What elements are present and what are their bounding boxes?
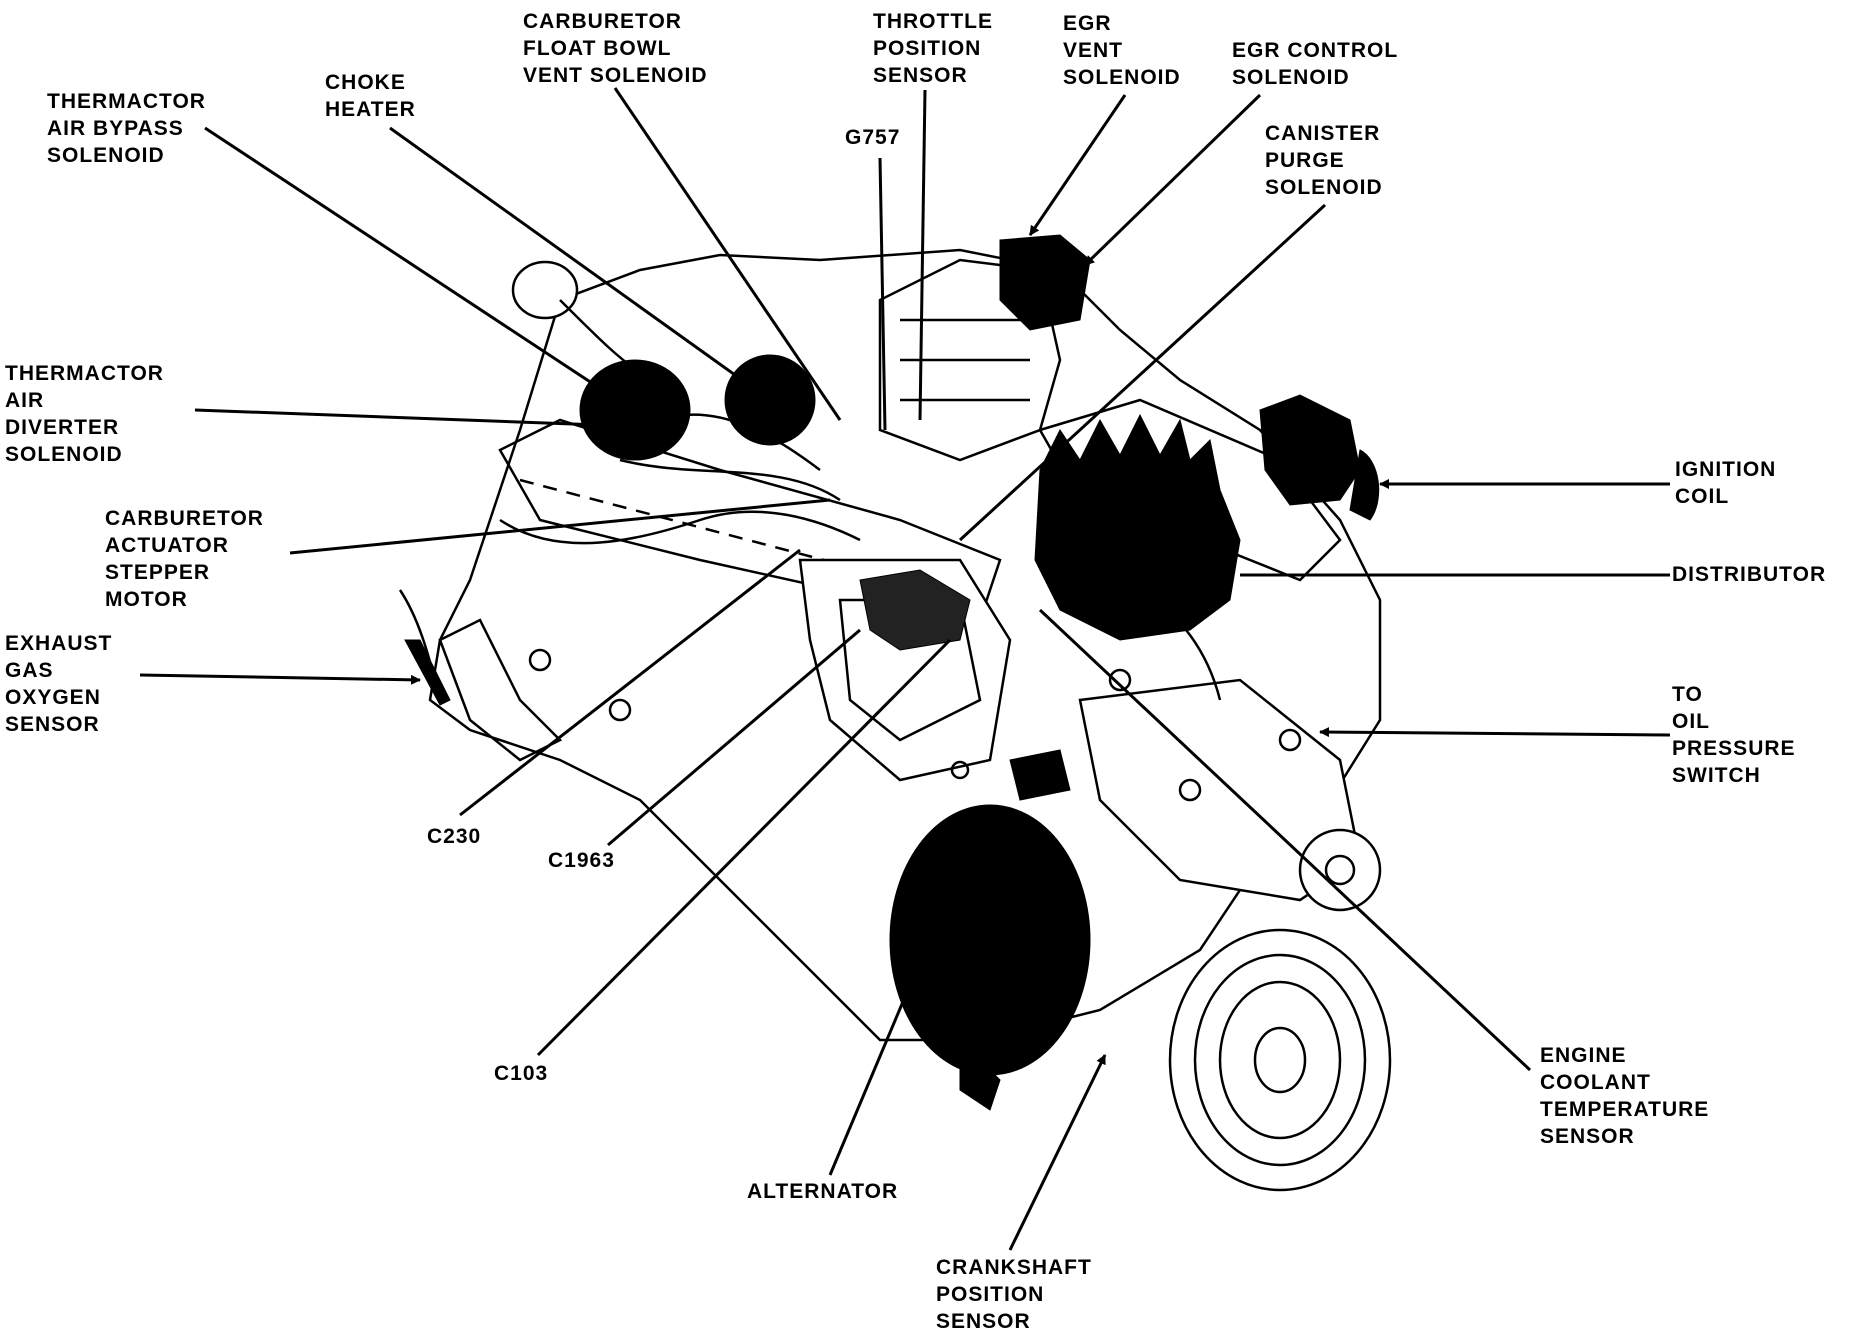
distributor-cap-shape [1034, 413, 1241, 641]
label-line: SOLENOID [5, 443, 123, 466]
connector-cluster-shape [859, 569, 971, 651]
label-c1963: C1963 [548, 847, 615, 874]
label-line: DISTRIBUTOR [1672, 563, 1827, 586]
label-line: HEATER [325, 98, 416, 121]
label-egr-control-solenoid: EGR CONTROL SOLENOID [1232, 37, 1398, 91]
engine-components [404, 234, 1380, 1111]
label-line: G757 [845, 126, 901, 149]
label-line: ENGINE [1540, 1044, 1627, 1067]
leader-egr-vent [1028, 94, 1127, 236]
label-line: COOLANT [1540, 1071, 1651, 1094]
label-line: ACTUATOR [105, 534, 229, 557]
label-line: CARBURETOR [523, 10, 682, 33]
label-alternator: ALTERNATOR [747, 1178, 898, 1205]
label-line: FLOAT BOWL [523, 37, 672, 60]
label-line: C103 [494, 1062, 549, 1085]
label-throttle-position-sensor: THROTTLE POSITION SENSOR [873, 8, 993, 89]
label-line: EXHAUST [5, 632, 113, 655]
label-line: THROTTLE [873, 10, 993, 33]
label-thermactor-air-diverter-solenoid: THERMACTOR AIR DIVERTER SOLENOID [5, 360, 164, 468]
label-line: TO [1672, 683, 1703, 706]
label-line: VENT [1063, 39, 1124, 62]
leader-g757 [878, 157, 887, 431]
leader-canister-purge [958, 203, 1327, 542]
label-engine-coolant-temperature-sensor: ENGINE COOLANT TEMPERATURE SENSOR [1540, 1042, 1709, 1150]
label-line: SOLENOID [1265, 176, 1383, 199]
leader-thermactor-diverter [194, 408, 601, 427]
label-line: C1963 [548, 849, 615, 872]
leader-exhaust-oxygen [139, 673, 421, 685]
label-line: COIL [1675, 485, 1730, 508]
label-thermactor-air-bypass-solenoid: THERMACTOR AIR BYPASS SOLENOID [47, 88, 206, 169]
label-c230: C230 [427, 823, 481, 850]
label-line: OIL [1672, 710, 1710, 733]
label-line: SOLENOID [1232, 66, 1350, 89]
leader-choke-heater [389, 126, 771, 402]
alternator-shape [889, 804, 1091, 1076]
leader-c103 [536, 638, 952, 1057]
ignition-coil-shape [1259, 394, 1361, 506]
diverter-solenoid-shape [579, 359, 691, 461]
label-line: POSITION [936, 1283, 1045, 1306]
leader-oil-pressure [1319, 727, 1671, 738]
label-line: DIVERTER [5, 416, 120, 439]
label-line: POSITION [873, 37, 982, 60]
label-carburetor-float-bowl-vent-solenoid: CARBURETOR FLOAT BOWL VENT SOLENOID [523, 8, 708, 89]
label-line: SOLENOID [47, 144, 165, 167]
label-carburetor-actuator-stepper-motor: CARBURETOR ACTUATOR STEPPER MOTOR [105, 505, 264, 613]
label-canister-purge-solenoid: CANISTER PURGE SOLENOID [1265, 120, 1383, 201]
label-line: MOTOR [105, 588, 188, 611]
label-line: STEPPER [105, 561, 211, 584]
label-to-oil-pressure-switch: TO OIL PRESSURE SWITCH [1672, 681, 1796, 789]
label-line: ALTERNATOR [747, 1180, 899, 1203]
leader-throttle-position [918, 89, 927, 421]
label-c103: C103 [494, 1060, 548, 1087]
label-line: CANISTER [1265, 122, 1381, 145]
label-line: SENSOR [873, 64, 968, 87]
label-exhaust-gas-oxygen-sensor: EXHAUST GAS OXYGEN SENSOR [5, 630, 112, 738]
label-line: THERMACTOR [47, 90, 206, 113]
label-ignition-coil: IGNITION COIL [1675, 456, 1776, 510]
leader-egr-control [1083, 93, 1262, 267]
label-line: SENSOR [1540, 1125, 1635, 1148]
label-choke-heater: CHOKE HEATER [325, 69, 416, 123]
label-line: EGR CONTROL [1232, 39, 1399, 62]
egr-solenoid-shape [999, 234, 1091, 331]
leader-c1963 [607, 628, 861, 847]
label-crankshaft-position-sensor: CRANKSHAFT POSITION SENSOR [936, 1254, 1092, 1335]
leader-carb-actuator [289, 498, 831, 555]
label-line: SENSOR [5, 713, 100, 736]
label-g757: G757 [845, 124, 900, 151]
label-line: SWITCH [1672, 764, 1761, 787]
label-line: AIR BYPASS [47, 117, 184, 140]
label-line: CRANKSHAFT [936, 1256, 1092, 1279]
label-line: AIR [5, 389, 45, 412]
leader-c230 [459, 548, 801, 817]
label-line: PRESSURE [1672, 737, 1796, 760]
leader-lines [139, 87, 1671, 1251]
label-line: THERMACTOR [5, 362, 164, 385]
label-line: OXYGEN [5, 686, 101, 709]
label-line: C230 [427, 825, 482, 848]
leader-crankshaft-position [1008, 1054, 1107, 1251]
label-line: GAS [5, 659, 54, 682]
engine-drawing [398, 248, 1392, 1192]
label-line: EGR [1063, 12, 1112, 35]
leader-carb-float-bowl [613, 87, 842, 421]
label-line: SENSOR [936, 1310, 1031, 1333]
leader-alternator [828, 984, 912, 1176]
label-line: TEMPERATURE [1540, 1098, 1710, 1121]
label-line: CHOKE [325, 71, 406, 94]
label-line: CARBURETOR [105, 507, 264, 530]
label-line: PURGE [1265, 149, 1345, 172]
label-egr-vent-solenoid: EGR VENT SOLENOID [1063, 10, 1181, 91]
label-line: SOLENOID [1063, 66, 1181, 89]
label-line: IGNITION [1675, 458, 1777, 481]
label-line: VENT SOLENOID [523, 64, 708, 87]
label-distributor: DISTRIBUTOR [1672, 561, 1826, 588]
leader-thermactor-bypass [204, 126, 611, 397]
leader-coolant-temp [1038, 608, 1532, 1072]
